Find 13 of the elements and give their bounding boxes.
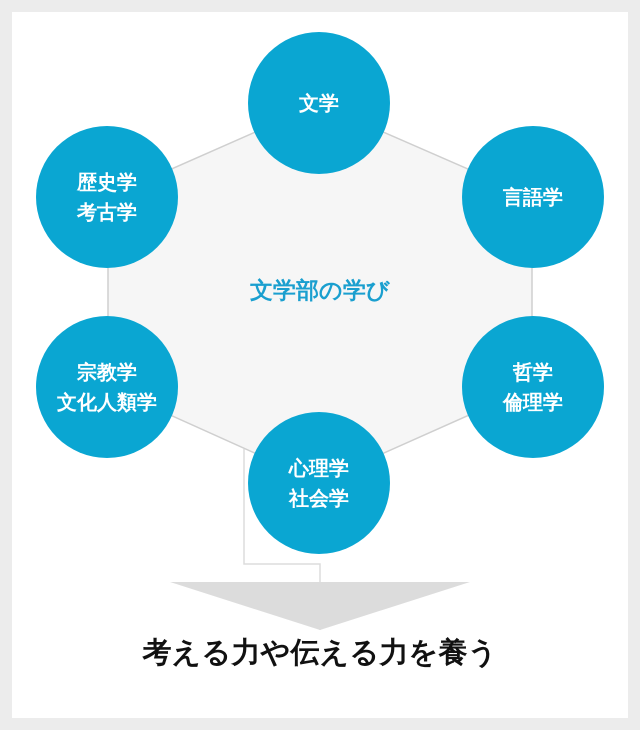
topic-label: 社会学 (289, 485, 349, 512)
topic-label: 言語学 (503, 184, 563, 211)
topic-label: 倫理学 (503, 389, 563, 416)
conclusion-text: 考える力や伝える力を養う (20, 632, 620, 672)
center-title: 文学部の学び (249, 277, 391, 306)
down-arrow (170, 449, 470, 630)
topic-label: 文学 (299, 90, 339, 117)
topic-label: 心理学 (289, 455, 349, 482)
topic-label: 文化人類学 (57, 389, 157, 416)
topic-label: 哲学 (513, 359, 553, 386)
topic-label: 考古学 (77, 199, 137, 226)
topic-label: 宗教学 (77, 359, 137, 386)
topic-label: 歴史学 (77, 169, 137, 196)
